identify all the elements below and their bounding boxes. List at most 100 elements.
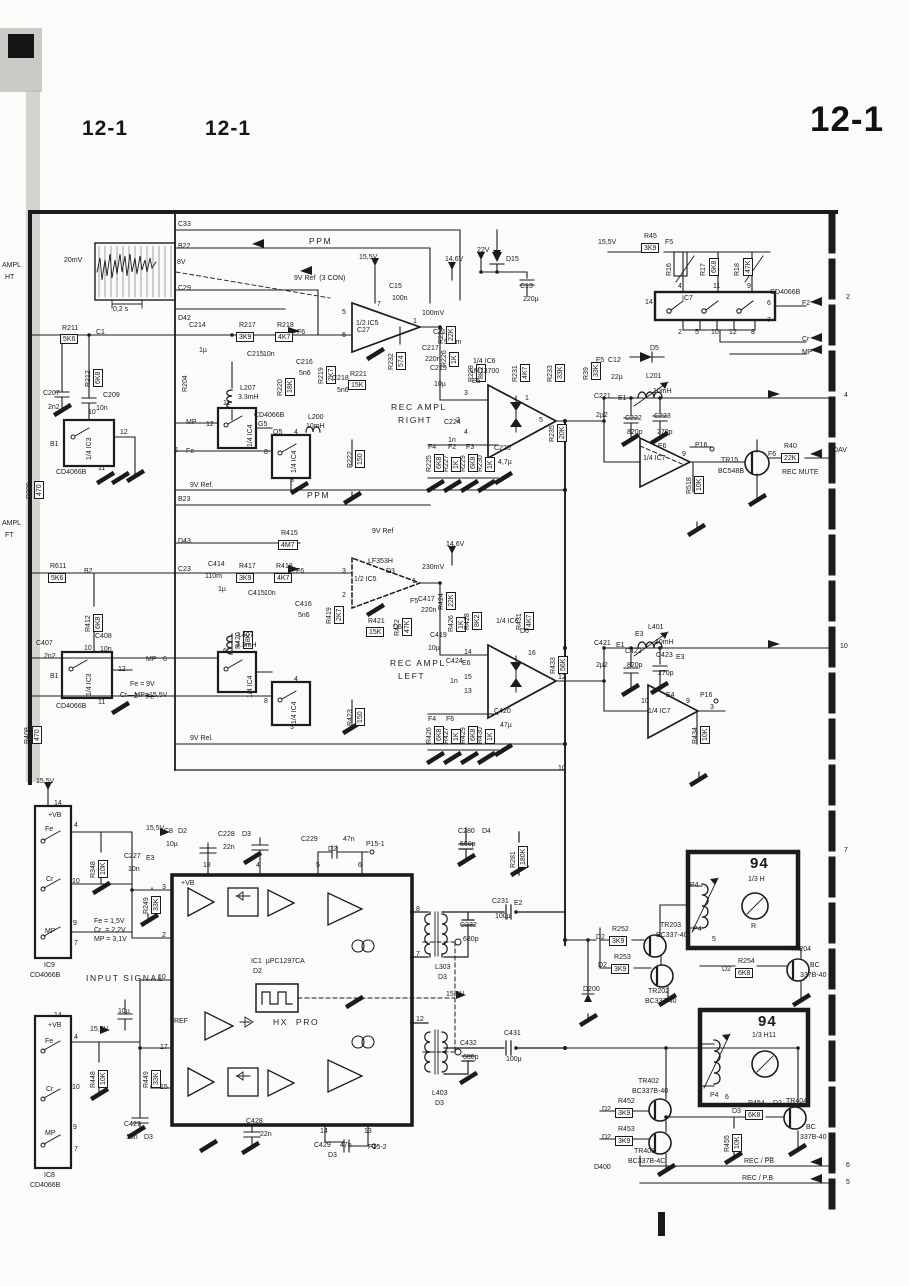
component-label: 1/4 IC7: [648, 708, 671, 715]
component-label: F4: [428, 716, 437, 723]
component-label: 5: [846, 1179, 850, 1186]
component-label: Q5: [273, 429, 283, 436]
switch-ic-upper: [62, 389, 321, 480]
component-label: 10: [558, 765, 566, 772]
component-label: D3: [144, 1134, 153, 1141]
component-label: 3: [464, 390, 468, 397]
component-label: E3: [676, 654, 685, 661]
component-label: R225: [426, 455, 433, 472]
component-label: 574: [396, 352, 407, 370]
component-label: 680p: [463, 936, 479, 943]
component-label: 270p: [658, 670, 674, 677]
component-label: 6: [163, 656, 167, 663]
component-label: 220µ: [523, 296, 539, 303]
component-label: C207: [43, 390, 60, 397]
component-label: 12: [416, 1016, 424, 1023]
component-label: R611: [50, 563, 67, 570]
component-label: 15: [464, 674, 472, 681]
component-label: R423: [347, 709, 354, 726]
component-label: 5: [712, 936, 716, 943]
component-label: D43: [178, 538, 191, 545]
component-label: 15,5V: [36, 778, 55, 785]
bias-transformers: [411, 827, 566, 1075]
component-label: D2: [602, 1134, 611, 1141]
component-label: +VB: [48, 812, 62, 819]
component-label: 15K: [348, 380, 367, 391]
component-label: P15-2: [368, 1144, 387, 1151]
component-label: 15: [160, 1084, 168, 1091]
component-label: R426: [448, 615, 455, 632]
component-label: B1: [50, 673, 59, 680]
component-label: R211: [62, 325, 79, 332]
component-label: LEFT: [398, 671, 426, 681]
component-label: 150: [355, 450, 366, 468]
component-label: 110m: [205, 573, 222, 580]
component-label: R40: [784, 443, 797, 450]
component-label: 2: [162, 932, 166, 939]
component-label: 7: [74, 1146, 78, 1153]
component-label: 1/4 IC4: [247, 424, 254, 447]
component-label: 1/4 IC4: [291, 701, 298, 724]
component-label: 94: [758, 1013, 777, 1030]
component-label: C431: [504, 1030, 521, 1037]
rec-amp-left-wires: [29, 420, 829, 946]
component-label: R408: [24, 727, 31, 744]
component-label: R424: [438, 593, 445, 610]
component-label: 3: [290, 477, 294, 484]
component-label: 47K: [402, 617, 413, 636]
component-label: 10K: [98, 1069, 109, 1088]
component-label: B23: [178, 496, 191, 503]
component-label: 33K: [151, 1069, 162, 1088]
component-label: 11: [98, 699, 106, 706]
component-label: 2K7: [334, 605, 345, 624]
component-label: 5: [342, 309, 346, 316]
component-label: 6: [358, 862, 362, 869]
component-label: E3: [146, 855, 155, 862]
component-label: C408: [95, 633, 112, 640]
component-label: D3: [328, 1152, 337, 1159]
component-label: D3: [732, 1108, 741, 1115]
component-label: R421: [368, 618, 385, 625]
frame: [28, 210, 838, 1236]
component-label: R39: [583, 367, 590, 380]
component-label: 9V Ref (3 CON): [294, 275, 346, 282]
component-label: CD4066B: [254, 412, 285, 419]
component-label: R230: [477, 455, 484, 472]
component-label: TR204: [790, 946, 812, 953]
component-label: R434: [692, 727, 699, 744]
component-label: C1: [96, 329, 105, 336]
component-label: 6K8: [93, 613, 104, 632]
component-label: 6K8: [745, 1110, 764, 1121]
component-label: Cr: [46, 1086, 54, 1093]
component-label: E6: [658, 443, 667, 450]
component-label: 22n: [223, 844, 235, 851]
component-label: R212: [85, 370, 92, 387]
component-label: R209: [26, 482, 33, 499]
component-label: 3: [290, 724, 294, 731]
component-label: 3: [162, 884, 166, 891]
component-label: +VB: [48, 1022, 62, 1029]
component-label: DAV: [833, 447, 847, 454]
component-label: 7: [416, 951, 420, 958]
component-label: 1K: [449, 352, 460, 367]
component-label: B2: [84, 568, 93, 575]
component-label: 10mH: [306, 423, 325, 430]
component-label: 15,5V: [146, 825, 165, 832]
component-label: 4: [74, 822, 78, 829]
component-label: 9V Ref: [372, 528, 394, 535]
component-label: F2: [802, 300, 811, 307]
component-label: 47n: [343, 836, 355, 843]
component-label: AMPL: [2, 262, 22, 269]
component-label: 100n: [392, 295, 408, 302]
sheet-number-right: 12-1: [810, 100, 885, 139]
component-label: R428: [464, 613, 471, 630]
sheet-number-left-b: 12-1: [205, 117, 252, 140]
component-label: R204: [182, 375, 189, 392]
component-label: D2: [178, 828, 187, 835]
component-label: REC / P̅B̅: [744, 1158, 774, 1165]
component-label: C420: [494, 708, 511, 715]
component-label: REF: [174, 1018, 188, 1025]
component-label: C229: [301, 836, 318, 843]
component-label: L407: [238, 632, 254, 639]
component-label: C213: [433, 329, 450, 336]
